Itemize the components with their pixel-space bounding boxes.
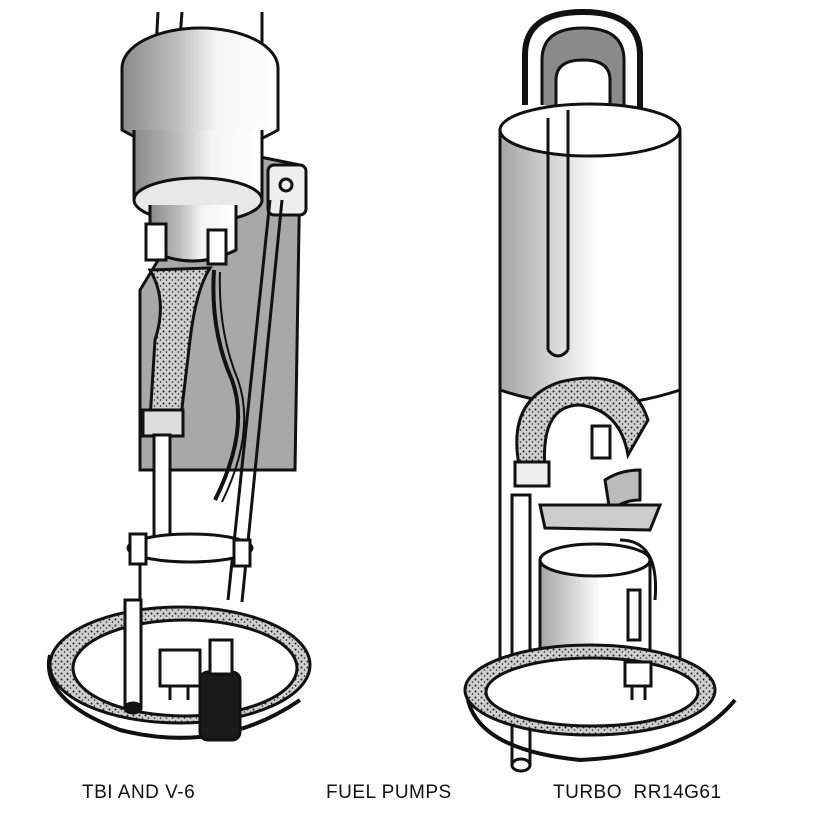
caption-turbo: TURBO RR14G61 (553, 782, 722, 803)
turbo-fuel-pump (463, 8, 737, 773)
caption-tbi-v6: TBI AND V-6 (82, 782, 196, 803)
caption-fuel-pumps: FUEL PUMPS (326, 782, 452, 803)
tbi-v6-fuel-pump (46, 11, 312, 742)
